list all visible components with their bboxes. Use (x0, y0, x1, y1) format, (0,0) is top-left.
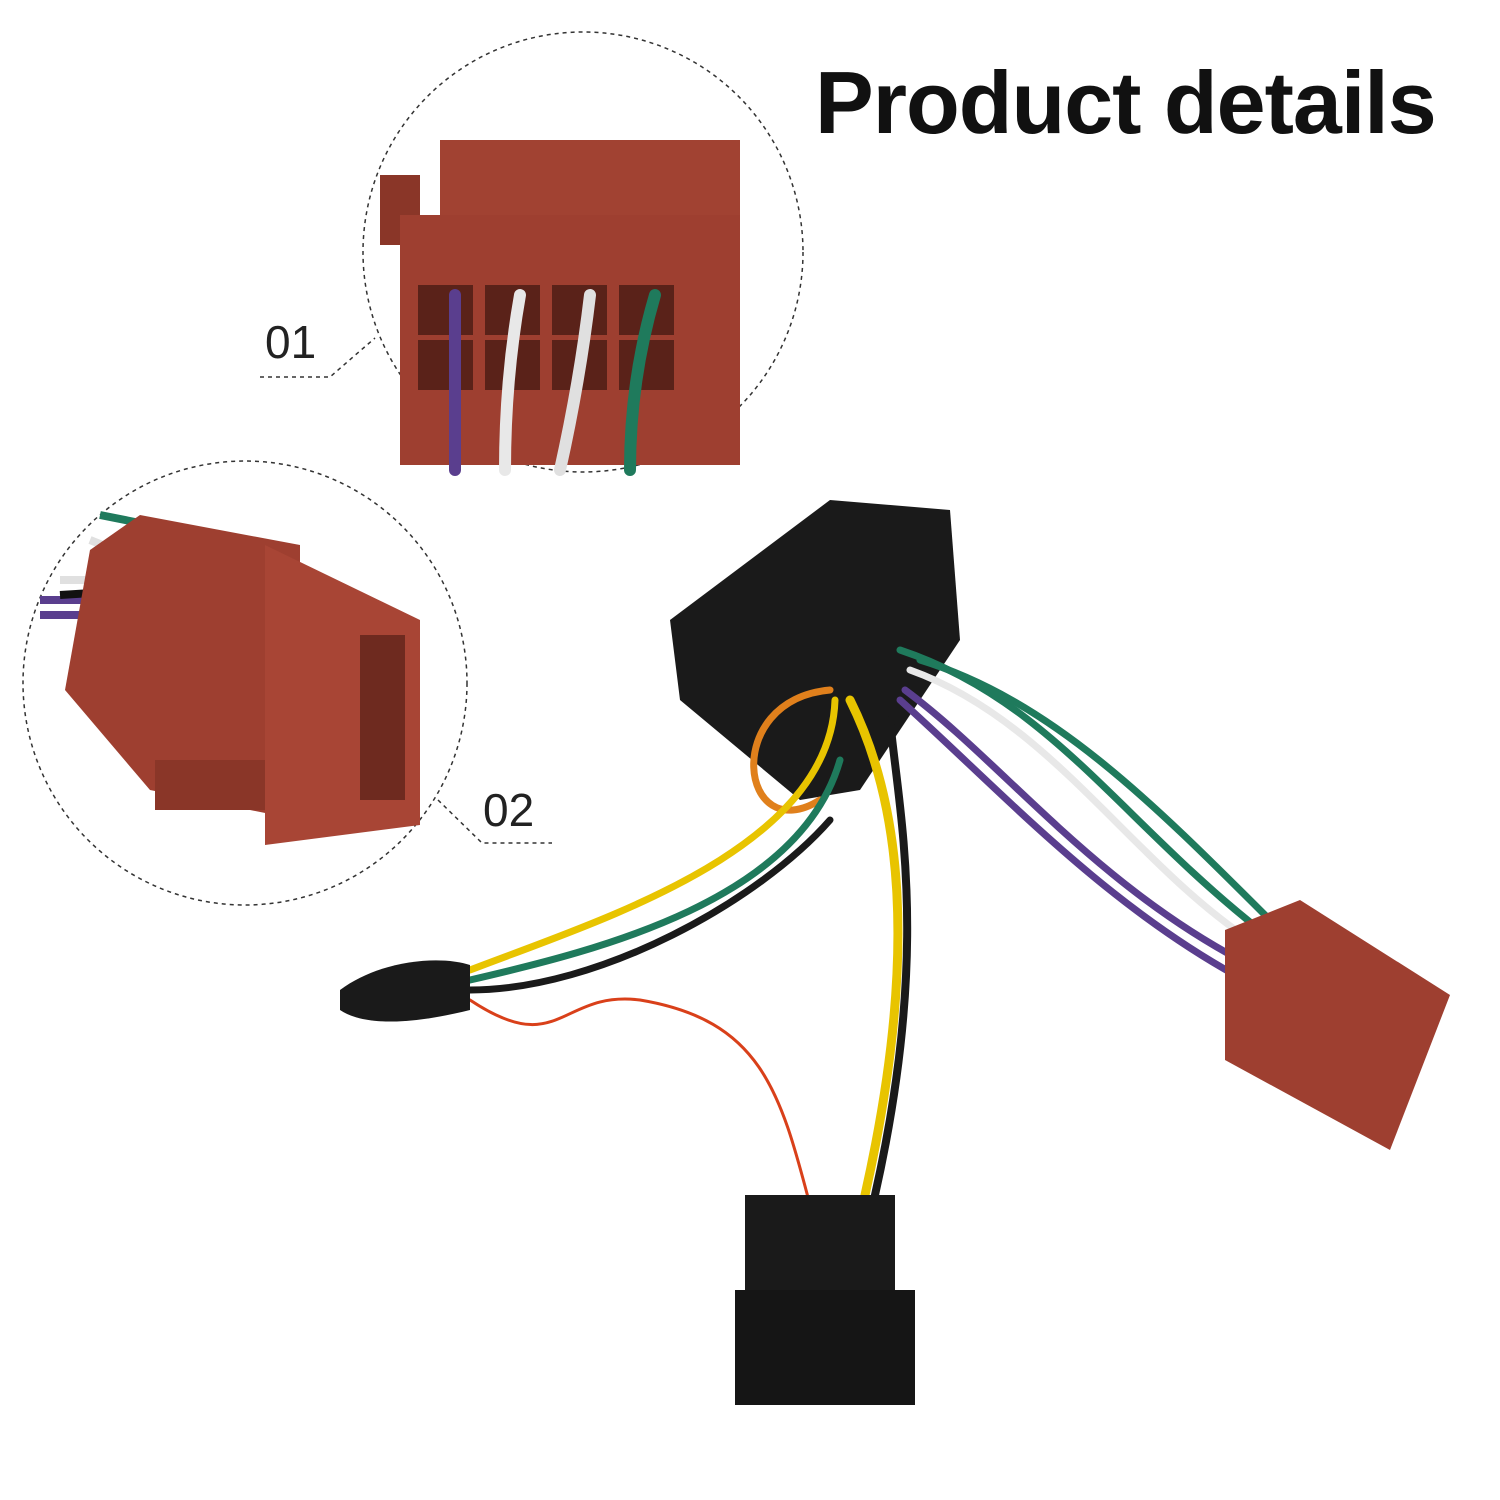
connector-face-detail (380, 140, 740, 476)
callout-circle-02 (22, 460, 552, 906)
callout-label-01: 01 (265, 316, 317, 368)
connector-side-detail (40, 511, 420, 845)
callout-label-02: 02 (483, 784, 535, 836)
callout-circle-01 (260, 31, 804, 473)
page-title: Product details (815, 53, 1437, 152)
main-harness (340, 500, 1450, 1405)
